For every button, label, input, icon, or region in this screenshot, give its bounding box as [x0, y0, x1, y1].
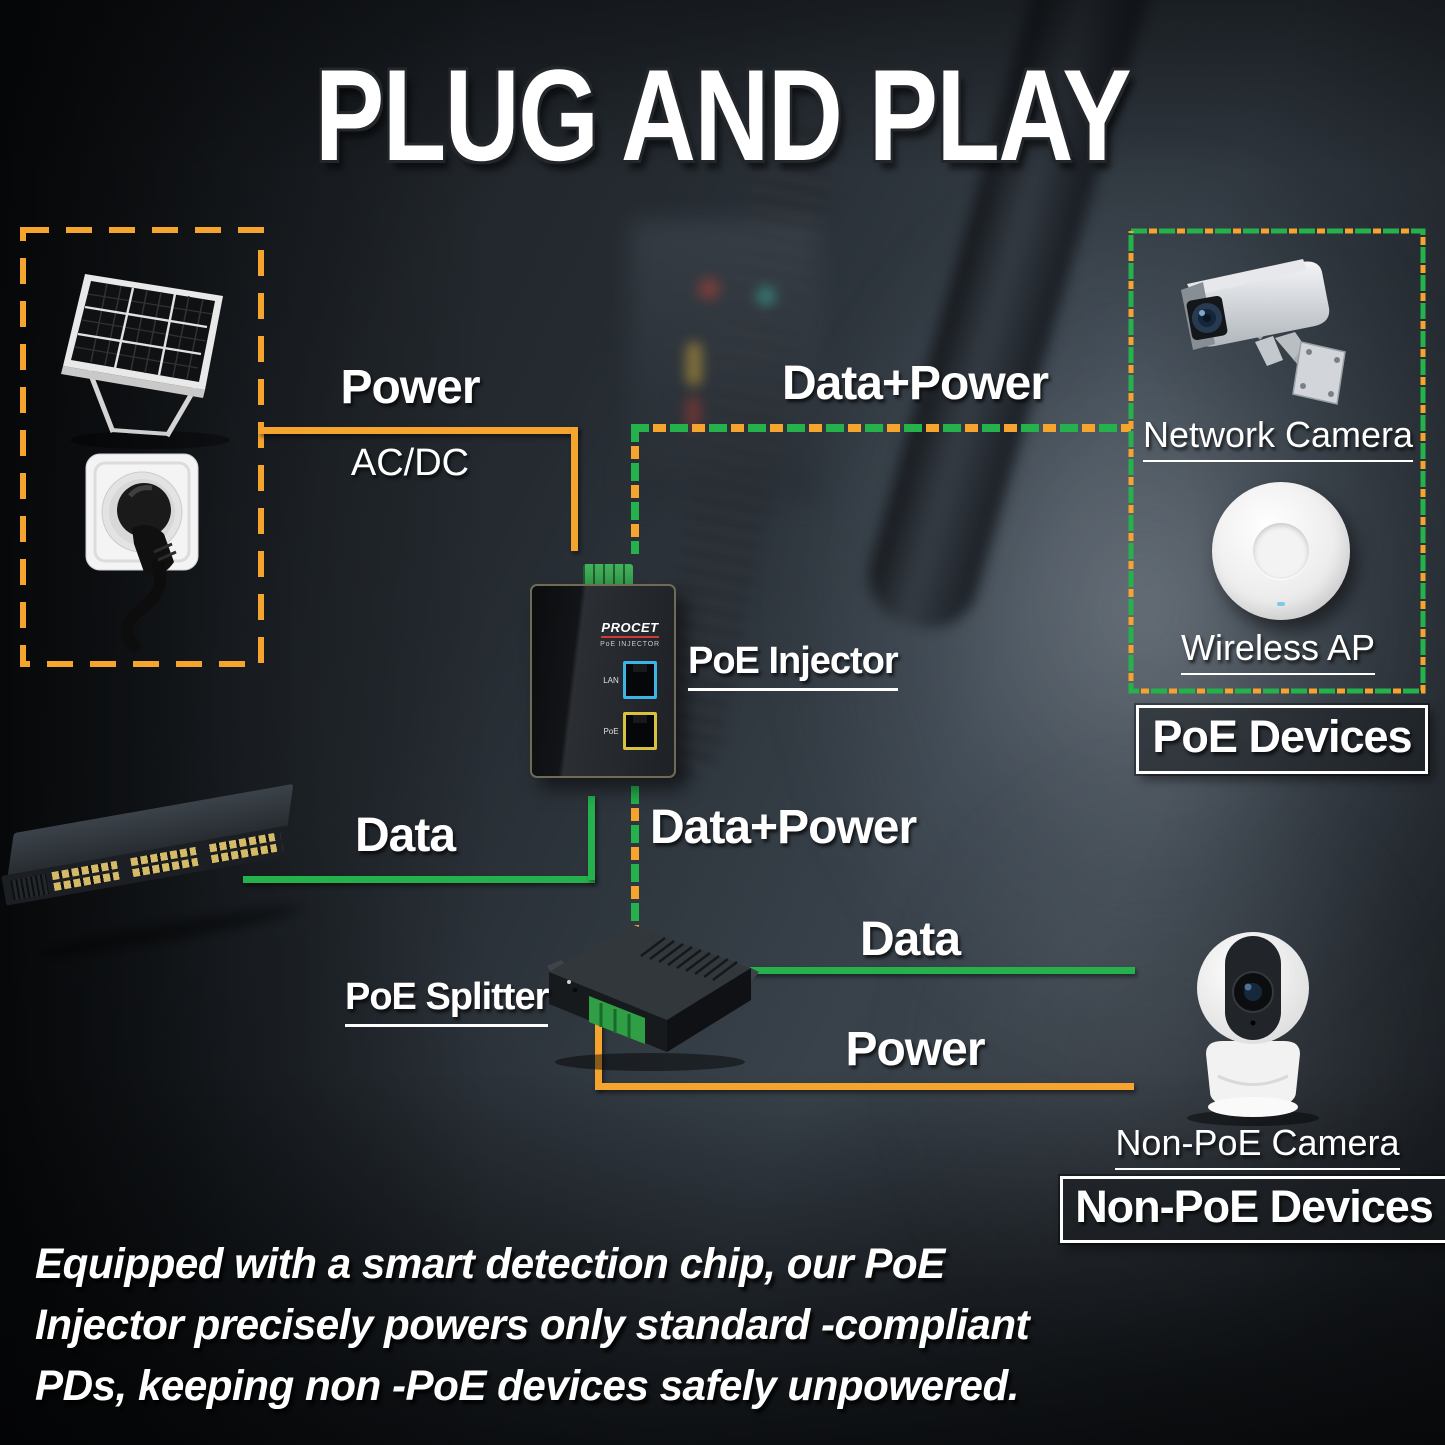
injector-poe-port-label: PoE [603, 726, 619, 736]
footer-line-2: Injector precisely powers only standard … [35, 1301, 1030, 1349]
wireless-ap-label: Wireless AP [1128, 627, 1428, 675]
power-label: Power [340, 361, 480, 414]
injector-model: PoE INJECTOR [600, 641, 660, 648]
wireless-ap-image [1212, 482, 1350, 620]
poe-injector-label: PoE Injector [688, 640, 899, 691]
poe-splitter-label: PoE Splitter [345, 976, 549, 1027]
poe-injector-image: PROCET PoE INJECTOR LAN PoE [528, 556, 678, 784]
switch-vent [10, 874, 50, 901]
data-splitter-label: Data [859, 913, 961, 966]
injector-lan-port [622, 661, 657, 699]
network-camera-label: Network Camera [1128, 414, 1428, 462]
poe-devices-badge: PoE Devices [1136, 705, 1428, 774]
injector-body: PROCET PoE INJECTOR LAN PoE [530, 584, 676, 778]
injector-lan-port-label: LAN [603, 675, 619, 685]
acdc-label: AC/DC [350, 442, 470, 484]
background-indicator-teal [756, 286, 776, 306]
power-line-horizontal [258, 427, 578, 434]
power-line-vertical [571, 427, 578, 551]
power-line-splitter-horizontal [595, 1083, 1134, 1090]
background-indicator-red [698, 278, 720, 300]
footer-line-3: PDs, keeping non -PoE devices safely unp… [35, 1362, 1019, 1410]
non-poe-camera-image [1187, 932, 1319, 1126]
power-splitter-label: Power [845, 1023, 985, 1076]
injector-poe-port [622, 712, 657, 750]
non-poe-devices-badge: Non-PoE Devices [1060, 1176, 1445, 1243]
poe-splitter-image [547, 924, 759, 1071]
solar-panel-illustration [61, 274, 230, 449]
data-power-line-mid-vertical [631, 786, 639, 928]
footer-line-1: Equipped with a smart detection chip, ou… [35, 1240, 945, 1288]
data-power-mid-label: Data+Power [650, 801, 917, 854]
data-line-switch-vertical [588, 796, 595, 880]
data-power-line-top-vertical [631, 424, 639, 554]
ap-led [1277, 602, 1285, 606]
data-line-splitter [737, 967, 1135, 974]
data-switch-label: Data [354, 809, 456, 862]
network-switch-image [0, 775, 310, 964]
network-camera-image [1181, 259, 1346, 405]
page-title: PLUG AND PLAY [314, 42, 1132, 188]
switch-shadow [34, 900, 303, 964]
footer-description: Equipped with a smart detection chip, ou… [35, 1234, 1030, 1417]
data-power-top-label: Data+Power [781, 357, 1049, 410]
injector-brand: PROCET [601, 620, 659, 638]
data-power-line-top-horizontal [631, 424, 1131, 432]
power-outlet-illustration [85, 453, 199, 652]
non-poe-camera-label: Non-PoE Camera [1100, 1122, 1415, 1170]
